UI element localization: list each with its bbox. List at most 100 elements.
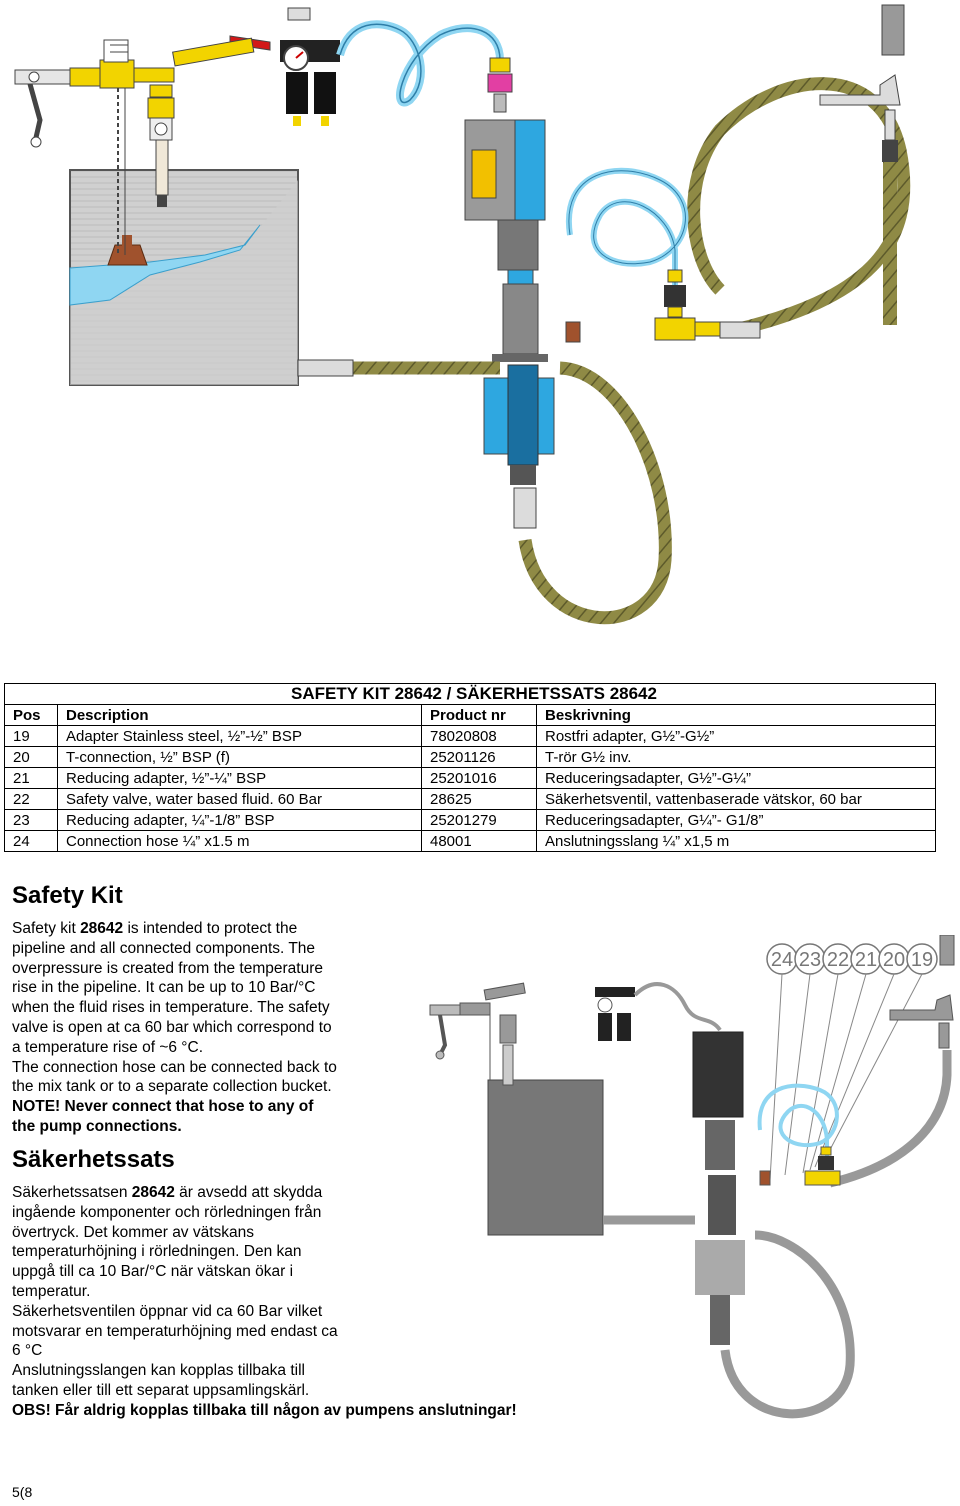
cell-product-nr: 25201016 [421,767,537,789]
cell-description: T-connection, ½” BSP (f) [57,746,422,768]
text-line: motsvarar en temperaturhöjning med endas… [12,1322,338,1340]
callout-20: 20 [878,943,910,975]
english-heading: Safety Kit [12,882,123,909]
col-header-description: Description [57,704,422,726]
suction-pipe-icon [483,982,526,1086]
text-line: pipeline and all connected components. T… [12,939,316,957]
cell-product-nr: 25201126 [421,746,537,768]
note-line: NOTE! Never connect that hose to any of [12,1098,314,1116]
cell-beskrivning: Reduceringsadapter, G½”-G¼” [536,767,936,789]
text-line: Säkerhetsventilen öppnar vid ca 60 Bar v… [12,1302,323,1320]
callout-19: 19 [906,943,938,975]
callout-23: 23 [794,943,826,975]
text-line: tanken eller till ett separat uppsamling… [12,1381,310,1399]
filter-regulator-icon [280,7,340,126]
text-line: overpressure is created from the tempera… [12,959,323,977]
cell-description: Connection hose ¼” x1.5 m [57,830,422,852]
safety-kit-position-diagram: 24 23 22 21 20 19 [429,935,955,1419]
callout-21: 21 [850,943,882,975]
text-line: The connection hose can be connected bac… [12,1058,337,1076]
col-header-pos: Pos [4,704,58,726]
callout-label: 23 [799,949,821,971]
cell-beskrivning: Säkerhetsventil, vattenbaserade vätskor,… [536,788,936,810]
table-title: SAFETY KIT 28642 / SÄKERHETSSATS 28642 [4,683,936,705]
text-line: 6 °C [12,1342,43,1360]
text-line: ingående komponenter och rörledningen fr… [12,1203,322,1221]
cell-beskrivning: Reduceringsadapter, G¼”- G1/8” [536,809,936,831]
callout-22: 22 [822,943,854,975]
text-line: a temperature rise of ~6 °C. [12,1038,203,1056]
suction-pipe-icon [133,35,271,207]
note-line: the pump connections. [12,1117,182,1135]
table-row: 23 Reducing adapter, ¼”-1/8” BSP 2520127… [4,809,936,831]
kit-number: 28642 [131,1184,175,1201]
cell-pos: 24 [4,830,58,852]
text-line: when the fluid rises in temperature. The… [12,999,330,1017]
air-coupling-icon [487,57,513,113]
cell-beskrivning: Rostfri adapter, G½”-G½” [536,725,936,747]
cell-pos: 23 [4,809,58,831]
parts-table: SAFETY KIT 28642 / SÄKERHETSSATS 28642 P… [4,683,936,852]
callout-label: 24 [771,949,793,971]
text: Säkerhetssatsen [12,1184,132,1201]
callout-label: 20 [883,949,905,971]
cell-product-nr: 28625 [421,788,537,810]
spray-gun-icon [819,4,905,162]
cell-pos: 22 [4,788,58,810]
note-line: OBS! Får aldrig kopplas tillbaka till nå… [12,1401,517,1419]
pump-motor-icon [692,1031,745,1345]
cell-description: Reducing adapter, ½”-¼” BSP [57,767,422,789]
filter-regulator-icon [595,987,635,1041]
text-line: Anslutningsslangen kan kopplas tillbaka … [12,1362,305,1380]
table-row: 21 Reducing adapter, ½”-¼” BSP 25201016 … [4,767,936,789]
callout-label: 19 [911,949,933,971]
table-row: 24 Connection hose ¼” x1.5 m 48001 Anslu… [4,830,936,852]
swedish-paragraph: Säkerhetssatsen 28642 är avsedd att skyd… [12,1183,517,1421]
cell-description: Reducing adapter, ¼”-1/8” BSP [57,809,422,831]
cell-product-nr: 48001 [421,830,537,852]
col-header-beskrivning: Beskrivning [536,704,936,726]
tank-icon [487,1079,604,1236]
safety-kit-assembly-diagram [14,4,911,625]
cell-pos: 19 [4,725,58,747]
cell-product-nr: 78020808 [421,725,537,747]
pressure-hose-icon [720,1230,855,1419]
text-line: rise in the pipeline. It can be up to 10… [12,979,316,997]
callout-label: 21 [855,949,877,971]
cell-description: Adapter Stainless steel, ½”-½” BSP [57,725,422,747]
table-row: 22 Safety valve, water based fluid. 60 B… [4,788,936,810]
text-line: uppgå till ca 10 Bar/°C när vätskan ökar… [12,1263,294,1281]
text: is intended to protect the [123,920,298,937]
cell-product-nr: 25201279 [421,809,537,831]
text: Safety kit [12,920,81,937]
connection-hose-icon [757,1083,839,1160]
callout-24: 24 [766,943,798,975]
cell-pos: 20 [4,746,58,768]
cell-description: Safety valve, water based fluid. 60 Bar [57,788,422,810]
table-header-row: Pos Description Product nr Beskrivning [4,704,936,726]
callout-circles: 24 23 22 21 20 19 [766,943,938,975]
pump-motor-icon [464,119,548,362]
cell-beskrivning: T-rör G½ inv. [536,746,936,768]
text-line: temperaturhöjning i rörledningen. Den ka… [12,1243,302,1261]
text-line: övertryck. Det kommer av vätskans [12,1223,255,1241]
pressure-hose-icon [518,361,672,625]
cell-beskrivning: Anslutningsslang ¼” x1,5 m [536,830,936,852]
callout-label: 22 [827,949,849,971]
table-row: 20 T-connection, ½” BSP (f) 25201126 T-r… [4,746,936,768]
cell-pos: 21 [4,767,58,789]
mix-tank [69,169,299,386]
swedish-heading: Säkerhetssats [12,1146,175,1173]
safety-valve-icon [759,1146,841,1186]
table-title-row: SAFETY KIT 28642 / SÄKERHETSSATS 28642 [4,683,936,705]
col-header-product-nr: Product nr [421,704,537,726]
float-valve-icon [429,1002,491,1080]
page-number: 5(8 [12,1484,33,1500]
spray-gun-icon [889,935,955,1049]
text-line: the mix tank or to a separate collection… [12,1078,332,1096]
kit-number: 28642 [80,920,124,937]
float-valve-icon [14,39,135,255]
english-paragraph: Safety kit 28642 is intended to protect … [12,919,337,1137]
text-line: temperatur. [12,1282,91,1300]
text-line: valve is open at ca 60 bar which corresp… [12,1018,332,1036]
